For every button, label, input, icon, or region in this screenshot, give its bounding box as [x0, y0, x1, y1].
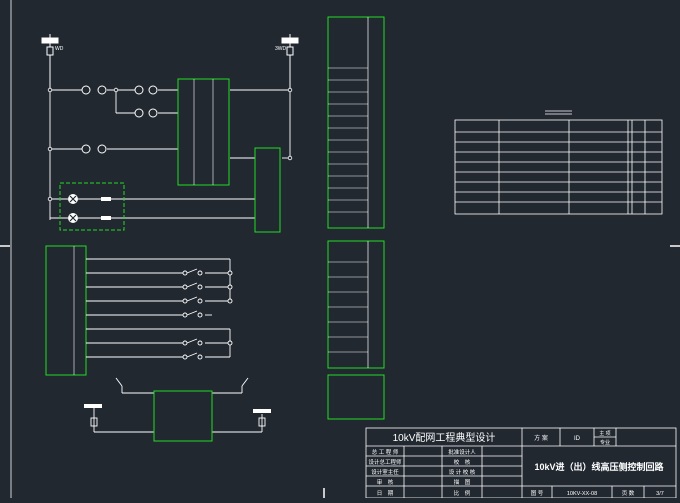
project-title: 10kV配网工程典型设计	[393, 431, 496, 444]
title-row-label: 设 计 校 核	[449, 468, 476, 476]
terminal-strip-middle	[327, 240, 385, 369]
drawing-number-value: 10KV-XX-08	[567, 491, 597, 497]
header-cell-item: 主 项	[599, 430, 610, 437]
drawing-title: 10kV进（出）线高压侧控制回路	[534, 461, 664, 472]
terminal-strip-lower	[327, 374, 385, 420]
terminal-strip-upper	[327, 16, 385, 229]
terminal-right-label: 3WD	[275, 46, 287, 52]
lower-switch-contacts	[182, 270, 233, 360]
bottom-terminal-right	[253, 409, 271, 413]
terminal-left-label: WD	[55, 46, 64, 52]
bottom-device-circuit	[90, 377, 266, 433]
terminal-right	[281, 34, 299, 90]
drawing-number-label: 图 号	[531, 489, 544, 497]
switch-contacts	[81, 85, 158, 154]
bottom-device-module	[153, 390, 213, 442]
lower-switch-rows	[86, 258, 231, 358]
indicator-lamp-box	[59, 182, 125, 231]
title-row-label: 设计室主任	[371, 468, 399, 476]
title-row-label: 审 核	[377, 478, 394, 486]
title-row-label: 总 工 程 师	[372, 448, 399, 456]
title-row-label: 设计总工程师	[368, 458, 402, 466]
terminal-block-lower	[45, 245, 87, 376]
title-row-label: 比 例	[454, 489, 471, 497]
header-cell-discipline: 专业	[600, 439, 610, 446]
terminal-left	[41, 34, 59, 90]
bottom-terminal-left	[84, 404, 102, 408]
page-count-value: 3/7	[656, 491, 664, 497]
equipment-table	[454, 110, 663, 215]
junction-dots	[47, 87, 293, 202]
page-count-label: 页 数	[622, 489, 635, 497]
title-row-label: 描 图	[454, 478, 471, 486]
header-cell-id: ID	[574, 436, 581, 442]
relay-module-secondary	[254, 147, 281, 233]
title-row-label: 校 核	[454, 458, 471, 466]
header-cell-scheme: 方 案	[534, 434, 548, 442]
title-row-label: 批准设计人	[448, 448, 476, 456]
relay-module-main	[177, 78, 230, 186]
title-row-label: 日 期	[377, 490, 394, 497]
